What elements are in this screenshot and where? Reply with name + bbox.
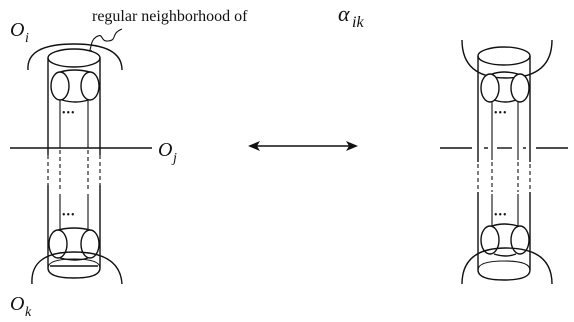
label-Oj: O (158, 139, 172, 161)
loop-upper-right (80, 71, 100, 101)
label-Oi-sub: i (25, 31, 29, 46)
tube-bottom-left (47, 267, 101, 279)
arc-bottom-right (461, 247, 553, 285)
arc-top-right (461, 39, 553, 79)
r-loop-upper-left (480, 73, 500, 103)
label-Ok-sub: k (25, 305, 32, 320)
alpha-symbol: α (338, 1, 350, 26)
arc-Ok (31, 251, 123, 285)
tube-top-right (477, 46, 531, 66)
label-Oj-sub: j (171, 151, 177, 166)
r-loop-upper-right (510, 73, 530, 103)
label-Oi: O (10, 19, 24, 41)
r-loop-lower-right (510, 225, 530, 255)
caption-pointer (87, 28, 123, 56)
clasp-lower-top (57, 227, 91, 231)
r-dots-upper: ••• (494, 108, 508, 119)
arc-Oi (27, 43, 123, 71)
right-figure: ••• ••• (440, 39, 568, 285)
tube-bottom-right-back (477, 260, 531, 271)
loop-upper-left (50, 71, 70, 101)
left-figure: O i ••• O j ••• (10, 19, 177, 320)
alpha-subscript: ik (352, 14, 364, 31)
tube-bottom-left-back (47, 258, 101, 269)
dots-lower: ••• (62, 210, 76, 221)
label-Ok: O (10, 293, 24, 315)
r-loop-lower-left (480, 225, 500, 255)
r-clasp-lower-bottom (493, 253, 517, 257)
r-dots-lower: ••• (494, 210, 508, 221)
tube-top-left (47, 48, 101, 68)
caption-text: regular neighborhood of (92, 8, 248, 25)
dots-upper: ••• (62, 108, 76, 119)
r-clasp-lower-top (491, 223, 519, 227)
clasp-lower-bottom (59, 257, 89, 261)
tube-bottom-right (477, 269, 531, 281)
clasp-upper-bottom (61, 99, 89, 103)
r-clasp-upper-bottom (493, 99, 517, 103)
clasp-upper-top (59, 69, 91, 73)
r-clasp-upper-top (491, 71, 519, 75)
